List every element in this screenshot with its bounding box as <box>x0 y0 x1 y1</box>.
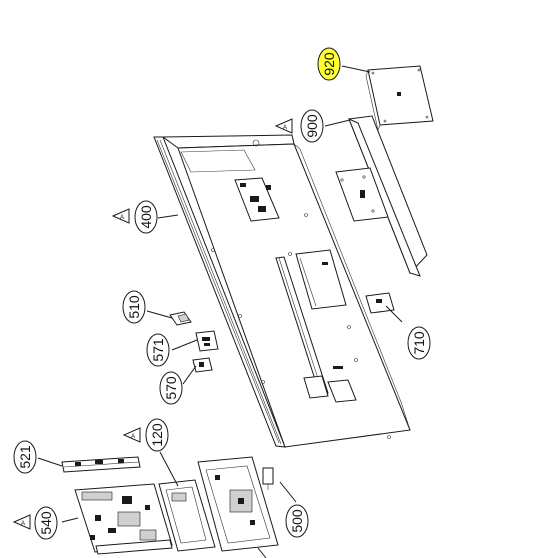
label-920: 920 <box>321 52 337 76</box>
connector-part-571 <box>195 330 219 352</box>
bracket-part-510 <box>169 311 192 326</box>
rear-cover-part <box>153 134 411 448</box>
label-571: 571 <box>150 338 166 362</box>
callout-570: 570 <box>159 371 183 405</box>
svg-text:A: A <box>131 434 135 440</box>
callout-710: 710 <box>407 326 431 360</box>
main-board-part <box>74 483 173 555</box>
callout-400: 400 <box>134 200 158 234</box>
power-supply-part <box>197 456 279 552</box>
callout-120: 120 <box>145 418 169 452</box>
label-120: 120 <box>149 423 165 447</box>
label-570: 570 <box>163 376 179 400</box>
caution-triangle-540: A <box>12 514 31 530</box>
svg-text:A: A <box>283 125 287 131</box>
label-540: 540 <box>38 511 54 535</box>
power-board-part <box>158 479 216 552</box>
caution-triangle-900: A <box>274 118 293 134</box>
label-400: 400 <box>138 205 154 229</box>
clip-part-570 <box>192 357 213 373</box>
label-710: 710 <box>411 331 427 355</box>
label-500: 500 <box>289 509 305 533</box>
rail-part-521 <box>61 456 141 473</box>
callout-510: 510 <box>122 290 146 324</box>
callout-920: 920 <box>317 47 341 81</box>
label-510: 510 <box>126 295 142 319</box>
caution-triangle-120: A <box>122 427 141 443</box>
callout-540: 540 <box>34 506 58 540</box>
stand-cover-part <box>335 115 428 277</box>
callout-521: 521 <box>13 440 37 474</box>
svg-text:A: A <box>120 215 124 221</box>
svg-text:A: A <box>21 521 25 527</box>
label-900: 900 <box>304 114 320 138</box>
callout-571: 571 <box>146 333 170 367</box>
callout-500: 500 <box>285 504 309 538</box>
caution-triangle-400: A <box>111 208 130 224</box>
small-cover-part <box>365 65 434 132</box>
leader-lines <box>37 65 403 558</box>
label-521: 521 <box>17 445 33 469</box>
small-plate-part <box>365 292 395 314</box>
callout-900: 900 <box>300 109 324 143</box>
